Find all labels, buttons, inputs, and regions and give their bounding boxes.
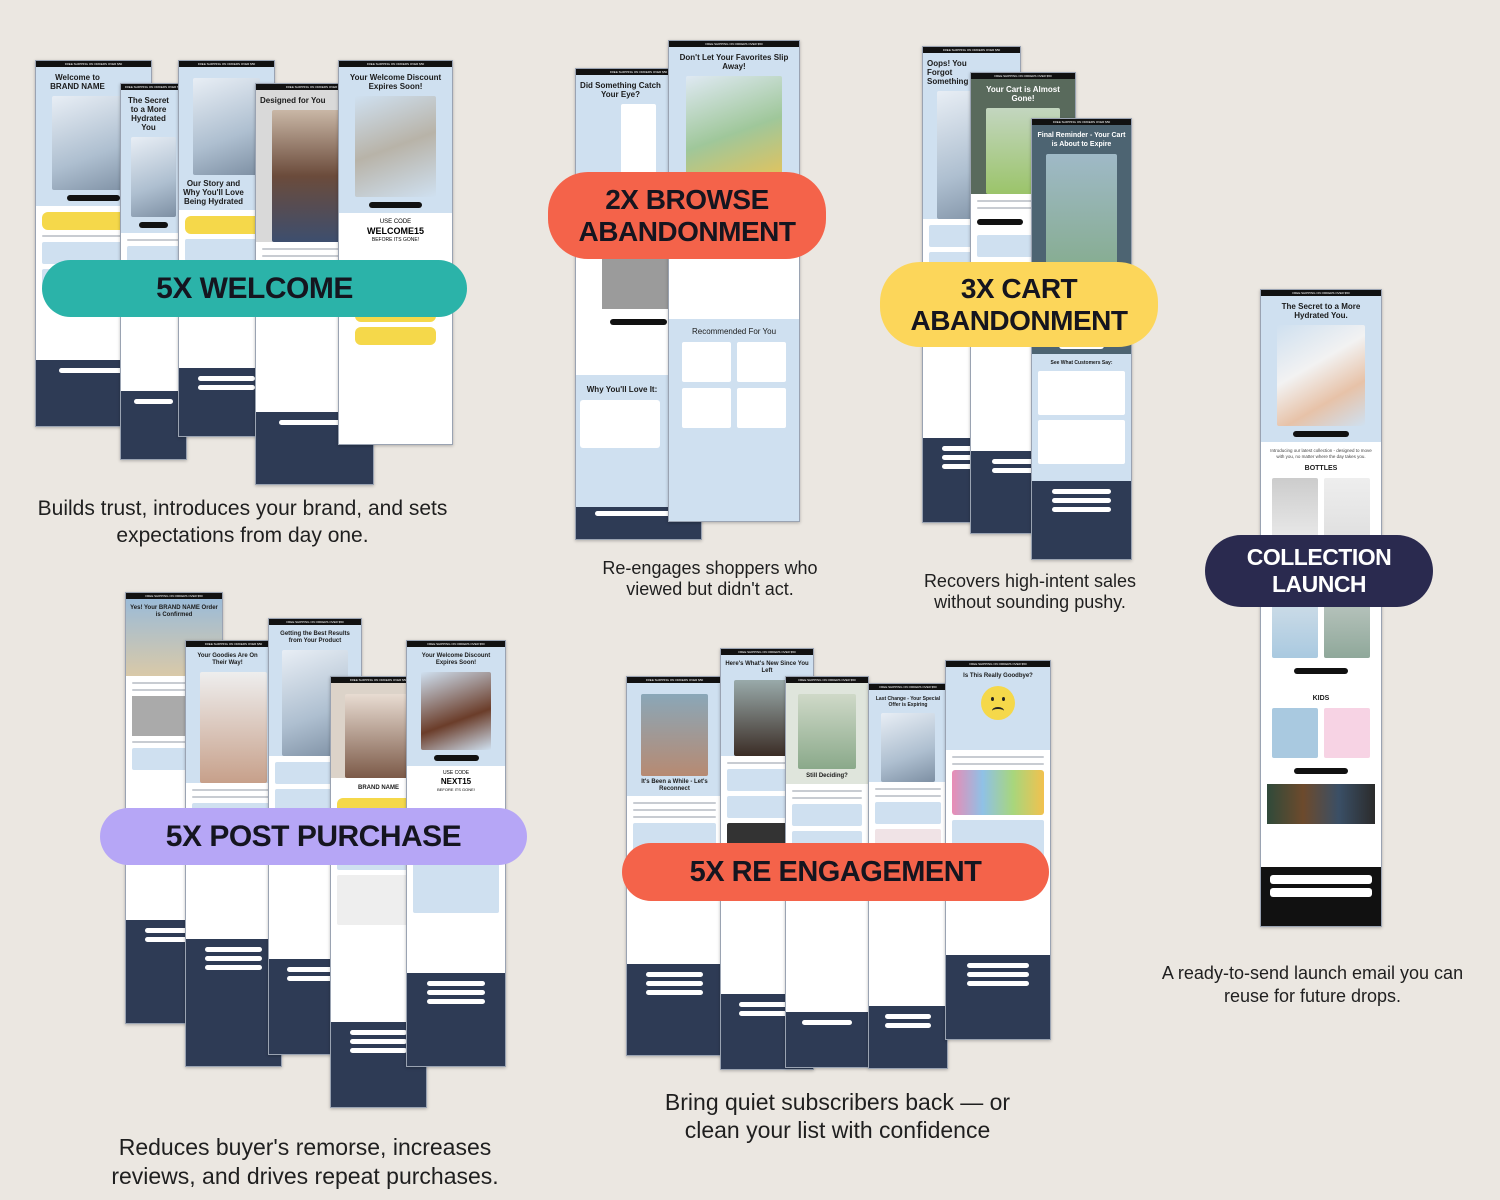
email-headline: Final Reminder - Your Cart is About to E…: [1037, 132, 1126, 148]
email-topbar: FREE SHIPPING ON ORDERS OVER $50: [786, 677, 868, 683]
email-headline: It's Been a While - Let's Reconnect: [641, 779, 708, 793]
post-purchase-caption: Reduces buyer's remorse, increases revie…: [111, 1134, 499, 1189]
email-topbar: FREE SHIPPING ON ORDERS OVER $50: [269, 619, 361, 625]
email-topbar: FREE SHIPPING ON ORDERS OVER $50: [576, 69, 701, 75]
welcome-caption: Builds trust, introduces your brand, and…: [37, 497, 448, 547]
email-topbar: FREE SHIPPING ON ORDERS OVER $50: [331, 677, 426, 683]
welcome-label: 5X WELCOME: [42, 260, 467, 317]
code-value: NEXT15: [440, 777, 472, 786]
email-topbar: FREE SHIPPING ON ORDERS OVER $50: [339, 61, 452, 67]
code-label: USE CODE: [442, 770, 470, 776]
email-headline: Getting the Best Results from Your Produ…: [280, 631, 350, 644]
collection-email: FREE SHIPPING ON ORDERS OVER $50 The Sec…: [1260, 289, 1382, 927]
email-headline: Your Cart is Almost Gone!: [986, 85, 1060, 103]
email-topbar: FREE SHIPPING ON ORDERS OVER $50: [186, 641, 281, 647]
welcome-email-5: FREE SHIPPING ON ORDERS OVER $50 Your We…: [338, 60, 453, 445]
email-topbar: FREE SHIPPING ON ORDERS OVER $50: [923, 47, 1020, 53]
cart-label: 3X CART ABANDONMENT: [880, 262, 1158, 347]
category-bottles: BOTTLES: [1304, 465, 1338, 473]
email-headline: Is This Really Goodbye?: [963, 673, 1033, 679]
reengagement-caption: Bring quiet subscribers back — or clean …: [664, 1089, 1011, 1143]
code-note: BEFORE ITS GONE!: [437, 787, 475, 792]
code-label: USE CODE: [379, 218, 412, 225]
email-headline: Yes! Your BRAND NAME Order is Confirmed: [130, 605, 218, 618]
email-headline: The Secret to a More Hydrated You: [128, 96, 169, 132]
cart-caption: Recovers high-intent sales without sound…: [923, 571, 1137, 612]
email-topbar: FREE SHIPPING ON ORDERS OVER $50: [407, 641, 505, 647]
email-headline: Your Welcome Discount Expires Soon!: [421, 653, 491, 666]
email-headline: Designed for You: [260, 96, 326, 105]
collection-caption: A ready-to-send launch email you can reu…: [1161, 963, 1464, 1006]
code-value: WELCOME15: [366, 225, 424, 236]
category-kids: KIDS: [1312, 695, 1330, 703]
email-headline: Did Something Catch Your Eye?: [580, 81, 661, 99]
collection-label: COLLECTION LAUNCH: [1205, 535, 1433, 607]
email-headline: Your Goodies Are On Their Way!: [197, 653, 258, 666]
email-headline: Last Change - Your Special Offer is Expi…: [875, 696, 941, 708]
email-topbar: FREE SHIPPING ON ORDERS OVER $50: [179, 61, 274, 67]
browse-caption: Re-engages shoppers who viewed but didn'…: [602, 558, 818, 599]
email-headline: Your Welcome Discount Expires Soon!: [349, 73, 442, 91]
section-heading: Why You'll Love It:: [586, 385, 658, 395]
email-topbar: FREE SHIPPING ON ORDERS OVER $50: [256, 84, 373, 90]
email-topbar: FREE SHIPPING ON ORDERS OVER $50: [971, 73, 1075, 79]
email-topbar: FREE SHIPPING ON ORDERS OVER $50: [121, 84, 186, 90]
email-topbar: FREE SHIPPING ON ORDERS OVER $50: [946, 661, 1050, 667]
post-purchase-label: 5X POST PURCHASE: [100, 808, 527, 865]
sad-face-icon: [981, 686, 1015, 720]
collection-intro: Introducing our latest collection - desi…: [1270, 448, 1372, 459]
reengagement-label: 5X RE ENGAGEMENT: [622, 843, 1049, 901]
email-topbar: FREE SHIPPING ON ORDERS OVER $50: [36, 61, 151, 67]
email-headline: BRAND NAME: [358, 784, 399, 791]
email-topbar: FREE SHIPPING ON ORDERS OVER $50: [721, 649, 813, 655]
email-headline: The Secret to a More Hydrated You.: [1281, 302, 1361, 320]
email-topbar: FREE SHIPPING ON ORDERS OVER $50: [669, 41, 799, 47]
email-headline: Here's What's New Since You Left: [725, 661, 809, 674]
email-headline: Oops! You Forgot Something: [927, 59, 969, 86]
email-topbar: FREE SHIPPING ON ORDERS OVER $50: [1261, 290, 1381, 296]
browse-label: 2X BROWSE ABANDONMENT: [548, 172, 826, 259]
email-headline: Our Story and Why You'll Love Being Hydr…: [183, 178, 244, 206]
email-topbar: FREE SHIPPING ON ORDERS OVER $50: [627, 677, 722, 683]
browse-email-2: FREE SHIPPING ON ORDERS OVER $50 Don't L…: [668, 40, 800, 522]
email-headline: Don't Let Your Favorites Slip Away!: [679, 53, 789, 71]
code-note: BEFORE ITS GONE!: [371, 236, 420, 243]
email-topbar: FREE SHIPPING ON ORDERS OVER $50: [869, 684, 947, 690]
section-heading: See What Customers Say:: [1050, 359, 1113, 366]
section-heading: Recommended For You: [691, 327, 777, 337]
email-headline: Welcome to BRAND NAME: [50, 73, 105, 91]
email-topbar: FREE SHIPPING ON ORDERS OVER $50: [126, 593, 222, 599]
email-topbar: FREE SHIPPING ON ORDERS OVER $50: [1032, 119, 1131, 125]
email-headline: Still Deciding?: [806, 773, 848, 780]
